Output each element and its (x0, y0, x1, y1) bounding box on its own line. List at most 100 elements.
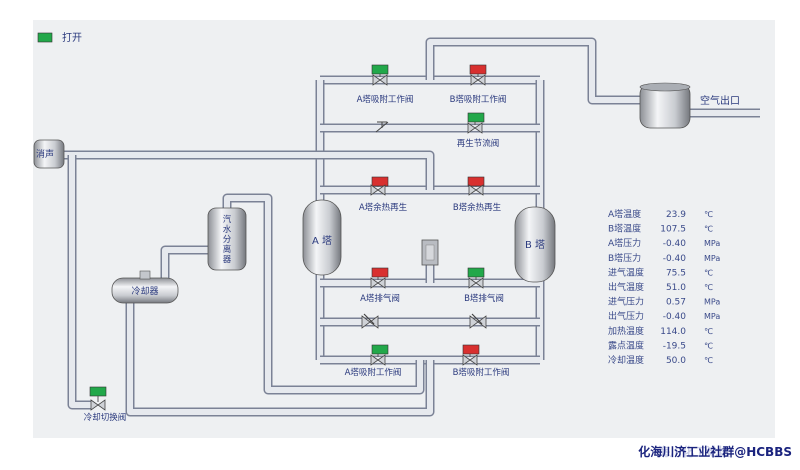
legend-open-label: 打开 (62, 31, 82, 44)
heater (421, 239, 439, 266)
valve-label: 再生节流阀 (457, 138, 500, 149)
valve-label: A塔吸附工作阀 (345, 367, 402, 378)
check-valve-icon (469, 313, 487, 329)
legend-open-swatch (37, 32, 53, 43)
readout-value: 50.0 (666, 356, 686, 366)
valve-cooler-switch[interactable]: 冷却切换阀 (84, 386, 127, 423)
valve-a-adsorb-bottom[interactable]: A塔吸附工作阀 (345, 344, 402, 378)
valve-state-indicator (371, 176, 389, 187)
svg-text:消声: 消声 (36, 148, 54, 160)
valve-a-exhaust[interactable]: A塔排气阀 (360, 267, 400, 304)
readout-unit: ℃ (704, 327, 713, 336)
readout-label: B塔温度 (608, 223, 641, 235)
readout-value: -0.40 (663, 239, 687, 249)
readout-value: -0.40 (663, 254, 687, 264)
readout-label: 进气压力 (608, 296, 644, 308)
valve-a-adsorb-top[interactable]: A塔吸附工作阀 (357, 64, 414, 105)
readout-row: A塔温度 23.9 ℃ (608, 208, 713, 220)
valve-state-indicator (467, 112, 485, 123)
valve-state-indicator (89, 386, 107, 397)
valve-state-indicator (371, 267, 389, 278)
readout-value: 107.5 (660, 225, 686, 235)
valve-state-indicator (371, 344, 389, 355)
readout-row: 加热温度 114.0 ℃ (608, 325, 713, 337)
valve-body-icon (462, 354, 478, 366)
valve-body-icon (467, 122, 483, 134)
valve-label: A塔排气阀 (360, 293, 400, 304)
readout-row: 进气压力 0.57 MPa (608, 296, 720, 308)
readout-value: 23.9 (666, 210, 686, 220)
readout-unit: MPa (704, 298, 720, 307)
valve-a-waste-heat[interactable]: A塔余热再生 (359, 176, 408, 213)
valve-label: B塔余热再生 (453, 202, 502, 213)
valve-body-icon (470, 74, 486, 86)
valve-label: A塔吸附工作阀 (357, 94, 414, 105)
valve-state-indicator (371, 64, 389, 75)
readout-row: 出气温度 51.0 ℃ (608, 281, 713, 293)
readout-label: 进气温度 (608, 266, 644, 278)
tower-a[interactable]: A 塔 (302, 199, 342, 276)
watermark: 海川化工论坛 化海川济工业社群@HCBBS (638, 443, 792, 460)
readout-label: 出气压力 (608, 310, 644, 322)
air-outlet-tank (639, 82, 691, 129)
valve-state-indicator (467, 176, 485, 187)
readout-value: -0.40 (663, 312, 687, 322)
valve-body-icon (468, 277, 484, 289)
valve-label: B塔吸附工作阀 (453, 367, 510, 378)
readout-label: 露点温度 (608, 339, 644, 351)
readout-row: A塔压力 -0.40 MPa (608, 237, 720, 249)
readout-row: 露点温度 -19.5 ℃ (608, 339, 713, 351)
valve-state-indicator (469, 64, 487, 75)
readout-unit: ℃ (704, 225, 713, 234)
readout-label: B塔压力 (608, 252, 641, 264)
svg-text:A 塔: A 塔 (312, 234, 332, 247)
valve-label: 冷却切换阀 (84, 412, 127, 423)
readout-value: 51.0 (666, 283, 686, 293)
valve-b-exhaust[interactable]: B塔排气阀 (464, 267, 504, 304)
readout-unit: ℃ (704, 268, 713, 277)
valve-body-icon (468, 184, 484, 196)
readout-unit: ℃ (704, 341, 713, 350)
valve-body-icon (370, 354, 386, 366)
valve-body-icon (370, 184, 386, 196)
valve-body-icon (90, 399, 106, 411)
valve-label: A塔余热再生 (359, 202, 408, 213)
svg-text:B 塔: B 塔 (525, 238, 545, 251)
readout-unit: ℃ (704, 283, 713, 292)
valve-state-indicator (462, 344, 480, 355)
readout-unit: MPa (704, 239, 720, 248)
cooler: 冷却器 (111, 270, 179, 304)
tower-b[interactable]: B 塔 (514, 206, 556, 283)
readout-label: 出气温度 (608, 281, 644, 293)
valve-regen-throttle[interactable]: 再生节流阀 (375, 112, 500, 149)
valve-b-waste-heat[interactable]: B塔余热再生 (453, 176, 502, 213)
svg-text:冷却器: 冷却器 (131, 285, 158, 297)
valve-body-icon (370, 277, 386, 289)
svg-text:汽水分离器: 汽水分离器 (223, 214, 232, 265)
readout-unit: ℃ (704, 210, 713, 219)
valve-label: B塔吸附工作阀 (450, 94, 507, 105)
silencer: 消声 (33, 139, 65, 169)
readout-value: 75.5 (666, 268, 686, 278)
air-outlet-label: 空气出口 (700, 94, 740, 107)
check-valve-icon (361, 313, 379, 329)
readout-value: 0.57 (666, 298, 686, 308)
readout-unit: MPa (704, 254, 720, 263)
readout-label: A塔压力 (608, 237, 641, 249)
readout-row: B塔压力 -0.40 MPa (608, 252, 720, 264)
readout-label: 冷却温度 (608, 354, 644, 366)
readout-value: 114.0 (660, 327, 686, 337)
readout-label: 加热温度 (608, 325, 644, 337)
valve-b-adsorb-top[interactable]: B塔吸附工作阀 (450, 64, 507, 105)
readout-row: 进气温度 75.5 ℃ (608, 266, 713, 278)
valve-state-indicator (467, 267, 485, 278)
readout-value: -19.5 (663, 341, 686, 351)
readout-label: A塔温度 (608, 208, 641, 220)
valve-b-adsorb-bottom[interactable]: B塔吸附工作阀 (453, 344, 510, 378)
